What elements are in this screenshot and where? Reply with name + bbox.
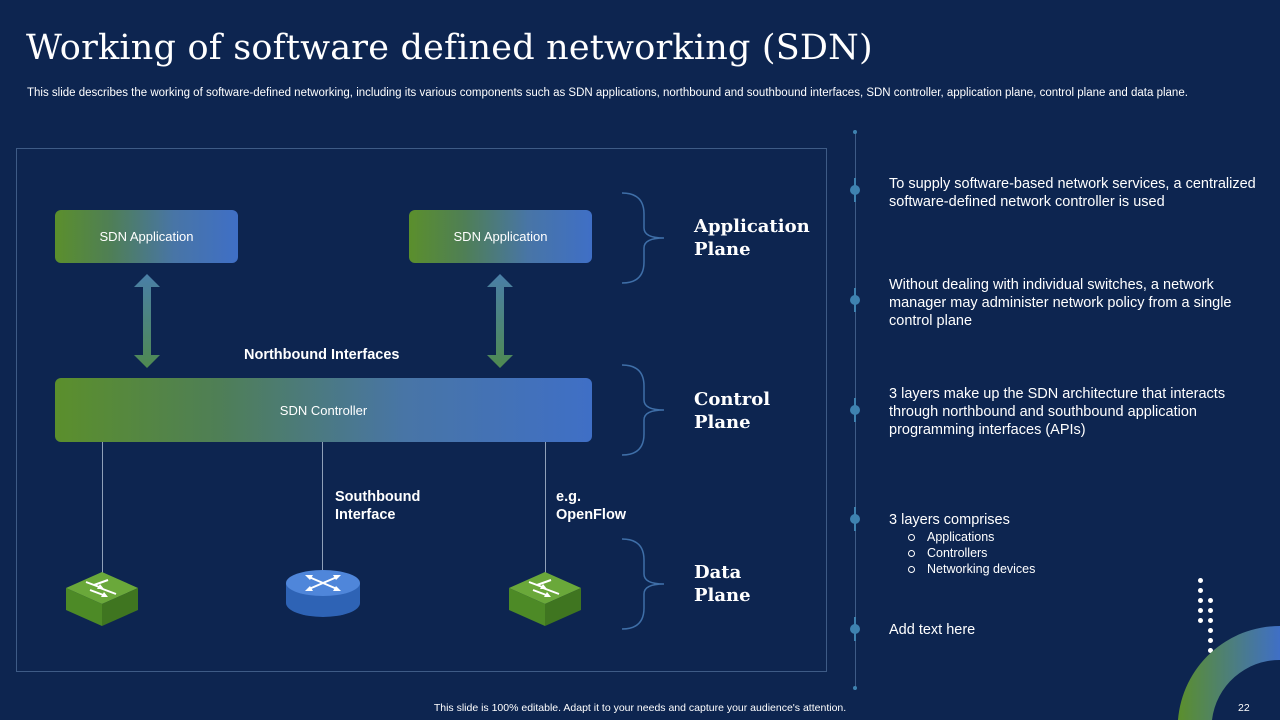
switch-icon: [509, 572, 581, 626]
northbound-interfaces-label: Northbound Interfaces: [244, 347, 400, 363]
openflow-label: e.g. OpenFlow: [556, 489, 627, 523]
control-plane-label: Control Plane: [694, 389, 771, 433]
timeline-dot: [850, 624, 860, 634]
decorative-arc: [1178, 625, 1280, 720]
point-text: Without dealing with individual switches…: [889, 277, 1232, 329]
timeline-dot: [850, 405, 860, 415]
footer-text: This slide is 100% editable. Adapt it to…: [433, 702, 847, 714]
sdn-controller-box: SDN Controller: [55, 378, 592, 442]
brace-icon: [621, 538, 665, 630]
double-arrow-icon: [487, 274, 513, 368]
point-text: 3 layers comprises: [889, 512, 1010, 528]
southbound-interface-label: Southbound Interface: [335, 489, 421, 523]
page-number: 22: [1238, 702, 1250, 714]
sdn-controller-label: SDN Controller: [279, 402, 368, 418]
sdn-application-box-left: SDN Application: [55, 210, 238, 263]
brace-icon: [621, 192, 665, 284]
point-text: Add text here: [889, 622, 976, 638]
sdn-application-box-right: SDN Application: [409, 210, 592, 263]
connector-line: [545, 442, 546, 574]
timeline-dot: [850, 185, 860, 195]
router-icon: [286, 570, 360, 617]
sdn-application-label: SDN Application: [453, 229, 548, 244]
slide-subtitle: This slide describes the working of soft…: [27, 87, 1188, 99]
timeline-dot: [850, 295, 860, 305]
point-text: 3 layers make up the SDN architecture th…: [889, 386, 1226, 438]
switch-icon: [66, 572, 138, 626]
timeline-end-dot: [853, 686, 857, 690]
sdn-application-label: SDN Application: [99, 229, 194, 244]
list-item: Networking devices: [908, 561, 1035, 577]
timeline-end-dot: [853, 130, 857, 134]
diagram-frame: [16, 148, 827, 672]
point-text: To supply software-based network service…: [889, 176, 1256, 210]
connector-line: [322, 442, 323, 570]
connector-line: [102, 442, 103, 574]
timeline-dot: [850, 514, 860, 524]
data-plane-label: Data Plane: [694, 562, 751, 606]
list-item: Controllers: [908, 545, 1035, 561]
layers-list: Applications Controllers Networking devi…: [908, 529, 1035, 577]
application-plane-label: Application Plane: [694, 216, 810, 260]
brace-icon: [621, 364, 665, 456]
double-arrow-icon: [134, 274, 160, 368]
list-item: Applications: [908, 529, 1035, 545]
slide-title: Working of software defined networking (…: [26, 28, 873, 68]
